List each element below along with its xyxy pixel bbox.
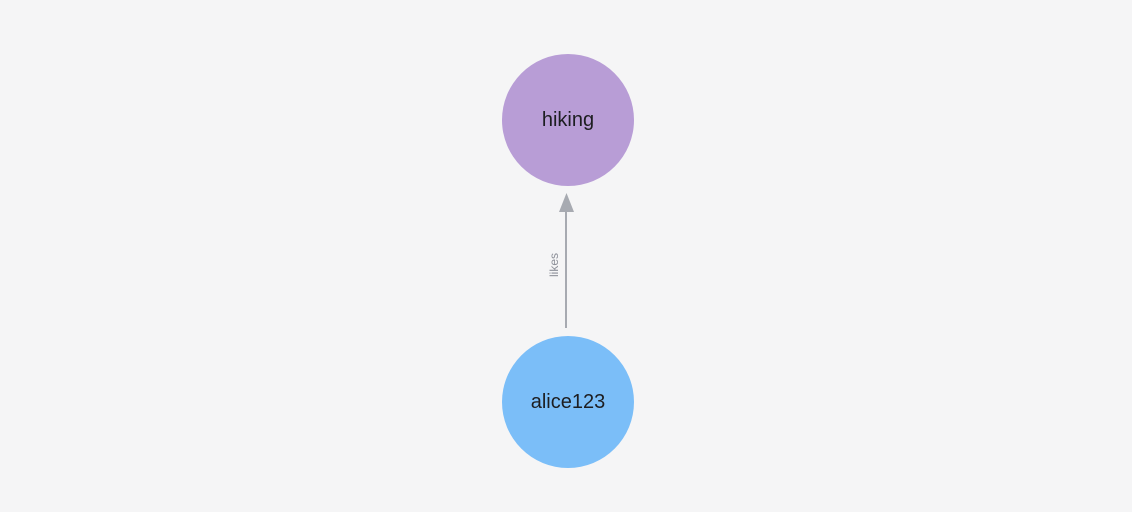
node-label-hiking: hiking: [541, 109, 595, 131]
graph-node-alice123[interactable]: alice123: [502, 336, 634, 468]
graph-node-hiking[interactable]: hiking: [502, 54, 634, 186]
node-label-alice123: alice123: [530, 391, 606, 413]
edge-line-likes[interactable]: [565, 208, 567, 328]
arrowhead-up-icon: [559, 193, 574, 212]
